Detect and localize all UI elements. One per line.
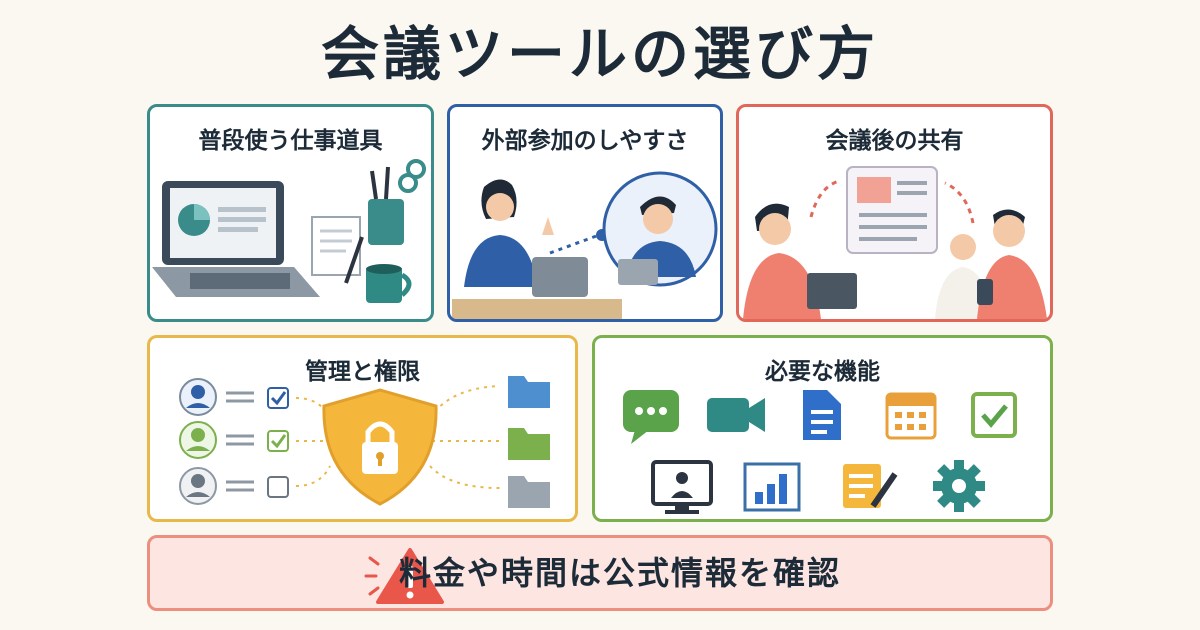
checkbox-empty-icon <box>267 476 289 498</box>
checkbox-checked-icon <box>267 430 289 452</box>
card-title: 管理と権限 <box>305 359 420 385</box>
warning-icon <box>364 548 444 604</box>
document-icon <box>803 390 841 440</box>
card-title: 普段使う仕事道具 <box>198 128 383 154</box>
child-icon <box>935 234 991 319</box>
card-external-access: 外部参加のしやすさ <box>447 104 723 322</box>
card-title: 会議後の共有 <box>825 128 964 154</box>
user-row-2 <box>179 421 289 459</box>
shield-lock-icon <box>322 388 438 506</box>
card-title: 外部参加のしやすさ <box>481 128 689 154</box>
card-work-tools: 普段使う仕事道具 <box>147 104 434 322</box>
video-camera-icon <box>707 398 765 432</box>
pricing-notice-text: 料金や時間は公式情報を確認 <box>398 554 841 592</box>
page-title: 会議ツールの選び方 <box>320 20 879 88</box>
pricing-notice-banner: 料金や時間は公式情報を確認 <box>147 535 1053 611</box>
user-row-3 <box>179 467 289 505</box>
sharing-illustration <box>743 166 1047 319</box>
work-tools-illustration <box>152 159 426 303</box>
laptop-icon <box>452 257 622 319</box>
features-illustration <box>623 390 1017 514</box>
folder-icon <box>508 476 550 508</box>
folder-icon <box>508 428 550 460</box>
laptop-icon <box>152 181 320 297</box>
card-title: 必要な機能 <box>765 359 880 385</box>
user-row-1 <box>179 378 289 416</box>
card-required-features: 必要な機能 <box>592 335 1053 522</box>
coffee-mug-icon <box>366 264 412 303</box>
note-pen-icon <box>843 464 898 508</box>
check-square-icon <box>971 392 1017 438</box>
card-management-permissions: 管理と権限 <box>147 335 578 522</box>
remote-participant-icon <box>602 171 718 287</box>
card-after-meeting-sharing: 会議後の共有 <box>736 104 1053 322</box>
gear-icon <box>933 460 985 512</box>
woman-icon <box>743 203 857 319</box>
calendar-icon <box>885 392 937 440</box>
shared-document-icon <box>846 166 938 254</box>
notebook-icon <box>311 216 364 284</box>
man-icon <box>977 209 1047 319</box>
external-access-illustration <box>452 171 718 319</box>
pen-cup-icon <box>368 159 426 245</box>
checkbox-checked-icon <box>267 387 289 409</box>
chat-icon <box>623 390 679 444</box>
screen-share-icon <box>651 460 713 514</box>
woman-icon <box>464 179 554 287</box>
permissions-illustration <box>179 376 550 508</box>
folder-icon <box>508 376 550 408</box>
bar-chart-icon <box>743 462 801 512</box>
